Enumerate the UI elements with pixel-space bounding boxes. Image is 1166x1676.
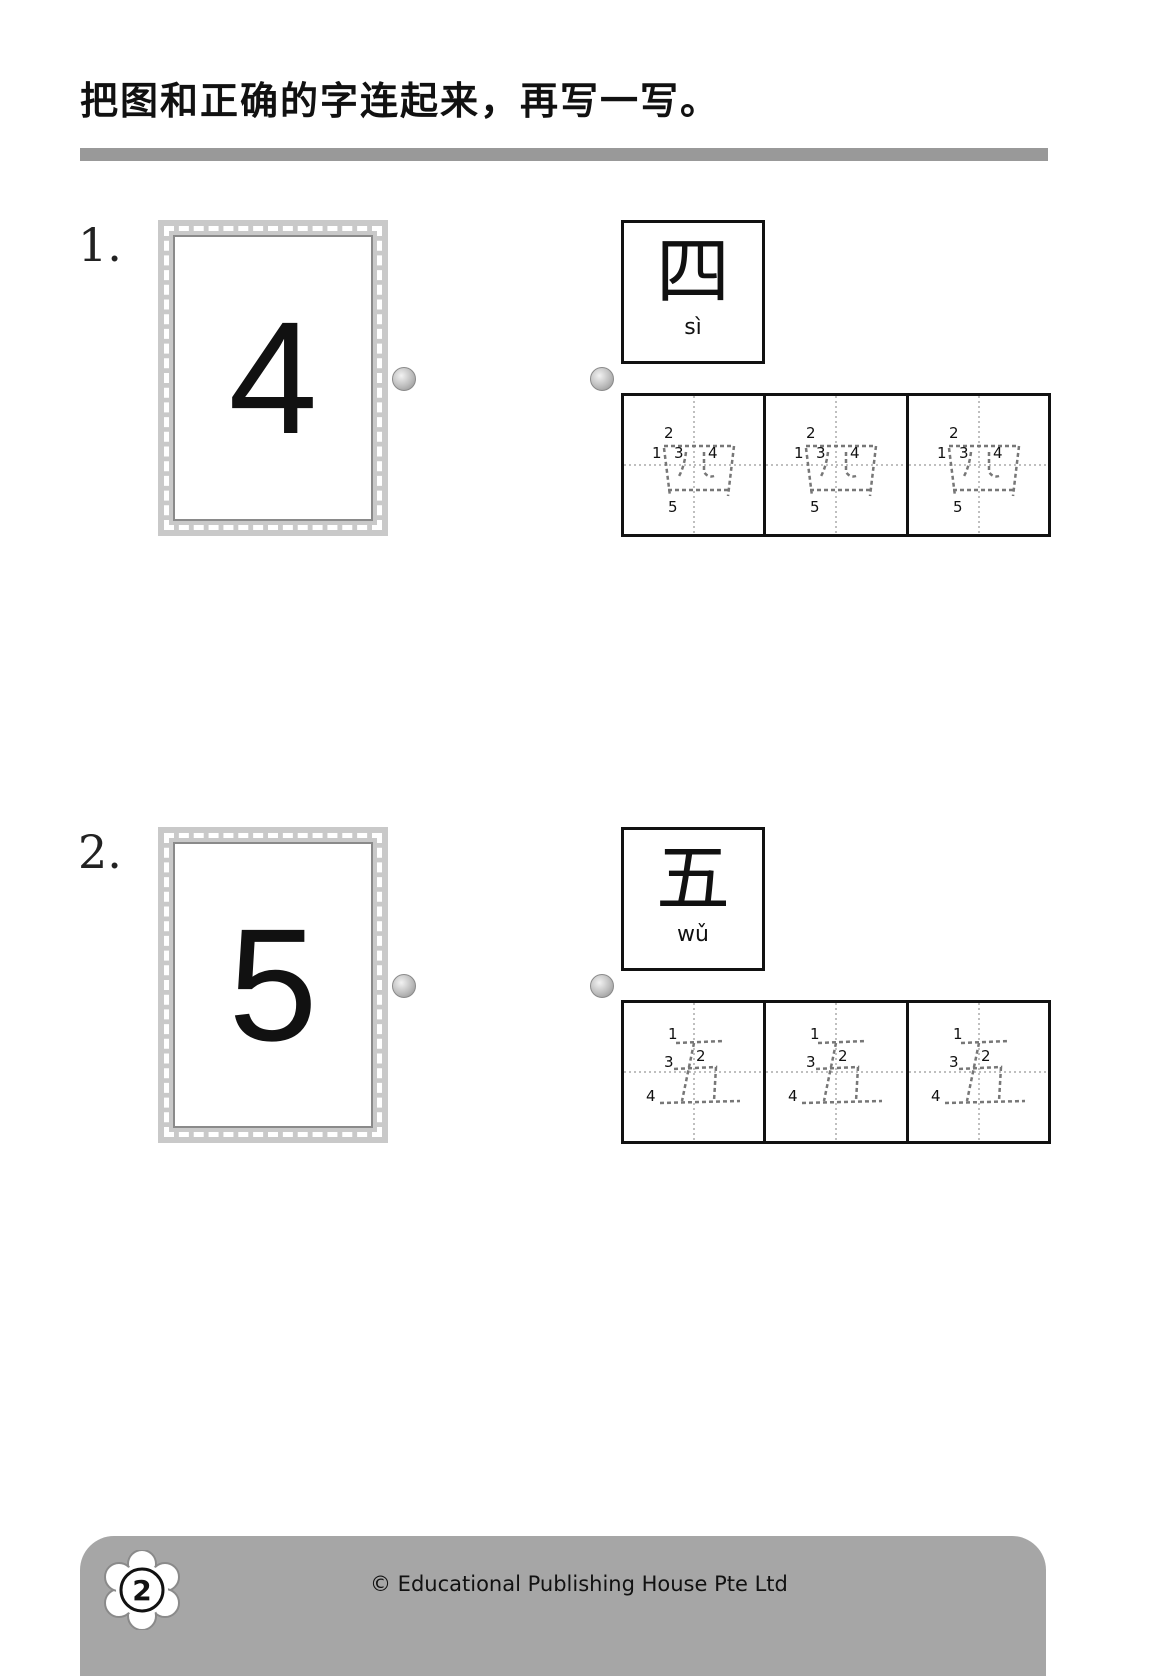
card-face: 4: [173, 235, 373, 521]
stroke-number: 5: [953, 498, 963, 516]
stroke-guide-si: 1 2 3 4 5: [908, 396, 1048, 534]
connect-dot-left[interactable]: [392, 974, 416, 998]
number-card: 4: [158, 220, 388, 536]
stroke-number: 1: [668, 1025, 678, 1043]
stroke-guide-wu: 1 2 3 4: [624, 1003, 764, 1141]
writing-cell[interactable]: 1 2 3 4: [908, 1003, 1048, 1141]
stroke-number: 1: [810, 1025, 820, 1043]
flower-badge-icon: [104, 1550, 180, 1630]
stroke-number: 2: [806, 424, 816, 442]
stroke-number: 2: [981, 1047, 991, 1065]
stroke-number: 1: [937, 444, 947, 462]
writing-cell[interactable]: 1 2 3 4: [766, 1003, 909, 1141]
stroke-number: 1: [652, 444, 662, 462]
stroke-number: 4: [850, 444, 860, 462]
question-number: 1.: [78, 218, 122, 272]
question-number: 2.: [78, 825, 122, 879]
character-glyph: 四: [656, 229, 730, 315]
stroke-guide-wu: 1 2 3 4: [766, 1003, 906, 1141]
page-number: 2: [132, 1573, 152, 1607]
stroke-number: 1: [953, 1025, 963, 1043]
stroke-number: 4: [788, 1087, 798, 1105]
connect-dot-left[interactable]: [392, 367, 416, 391]
stroke-number: 3: [674, 444, 684, 462]
writing-cell[interactable]: 1 2 3 4: [624, 1003, 767, 1141]
character-pinyin: sì: [684, 315, 702, 340]
stroke-number: 2: [949, 424, 959, 442]
writing-cell[interactable]: 1 2 3 4 5: [908, 396, 1048, 534]
stroke-number: 3: [949, 1053, 959, 1071]
footer-bar: [80, 1536, 1046, 1676]
stroke-number: 3: [959, 444, 969, 462]
writing-cell[interactable]: 1 2 3 4 5: [766, 396, 909, 534]
stroke-number: 3: [816, 444, 826, 462]
character-pinyin: wǔ: [677, 922, 709, 947]
stroke-guide-si: 1 2 3 4 5: [624, 396, 764, 534]
card-face: 5: [173, 842, 373, 1128]
character-card: 五 wǔ: [621, 827, 765, 971]
stroke-number: 3: [664, 1053, 674, 1071]
stroke-number: 2: [838, 1047, 848, 1065]
card-digit: 4: [228, 288, 318, 467]
stroke-number: 4: [993, 444, 1003, 462]
stroke-number: 4: [931, 1087, 941, 1105]
character-glyph: 五: [656, 836, 730, 922]
stroke-number: 5: [668, 498, 678, 516]
card-dashed-border: [164, 226, 382, 530]
stroke-number: 2: [696, 1047, 706, 1065]
character-card: 四 sì: [621, 220, 765, 364]
copyright-text: © Educational Publishing House Pte Ltd: [370, 1572, 788, 1596]
connect-dot-right[interactable]: [590, 367, 614, 391]
connect-dot-right[interactable]: [590, 974, 614, 998]
number-card: 5: [158, 827, 388, 1143]
stroke-number: 5: [810, 498, 820, 516]
card-dashed-border: [164, 833, 382, 1137]
stroke-number: 2: [664, 424, 674, 442]
stroke-number: 1: [794, 444, 804, 462]
stroke-number: 4: [708, 444, 718, 462]
title-divider: [80, 148, 1048, 161]
instruction-title: 把图和正确的字连起来，再写一写。: [80, 79, 721, 123]
stroke-number: 4: [646, 1087, 656, 1105]
stroke-guide-wu: 1 2 3 4: [908, 1003, 1048, 1141]
stroke-number: 3: [806, 1053, 816, 1071]
card-digit: 5: [228, 895, 318, 1074]
stroke-guide-si: 1 2 3 4 5: [766, 396, 906, 534]
writing-practice-row: 1 2 3 4 5 1 2 3 4 5: [621, 393, 1051, 537]
writing-practice-row: 1 2 3 4 1 2 3 4: [621, 1000, 1051, 1144]
writing-cell[interactable]: 1 2 3 4 5: [624, 396, 767, 534]
